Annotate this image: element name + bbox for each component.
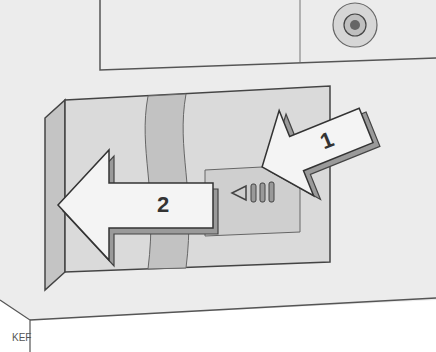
body-corner-edge [0,300,30,352]
socket-pin [350,20,360,30]
grip-rib [251,184,256,202]
socket-hole [344,14,366,36]
cover-bevel [45,100,65,290]
arrow-outline [58,150,213,260]
body-bottom-edge [30,298,436,320]
upper-panel-edge [100,0,436,70]
grip-band [145,94,189,269]
slide-mark [232,186,246,200]
arrow-shape [58,150,213,260]
step-arrow: 2 [58,150,213,260]
grip-rib [269,182,274,202]
callout-number: 2 [157,194,169,216]
grip-rib [260,183,265,202]
device-body [0,0,436,320]
arrow-outline [245,82,383,209]
panel-seam [300,0,301,62]
partial-label: KEF [12,332,31,343]
socket-ring [333,3,377,47]
